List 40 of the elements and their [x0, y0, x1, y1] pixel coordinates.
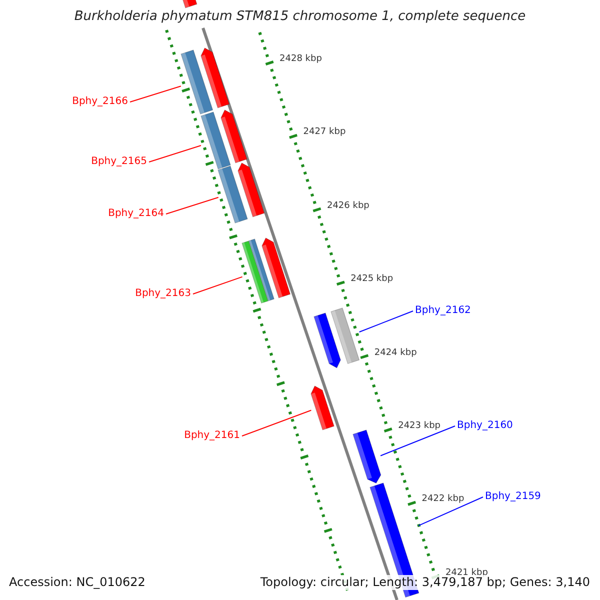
gene-label: Bphy_2164 — [108, 207, 164, 221]
gene-label: Bphy_2165 — [91, 155, 147, 169]
gene-label: Bphy_2159 — [485, 490, 541, 504]
title: Burkholderia phymatum STM815 chromosome 1, complete sequence — [73, 9, 527, 24]
scale-label: 2423 kbp — [398, 420, 440, 432]
gene-bar — [200, 112, 230, 168]
accession-text: Accession: NC_010622 — [9, 575, 146, 590]
gene-bar — [311, 386, 334, 430]
leader-line — [148, 144, 202, 162]
gene-bar — [352, 430, 381, 484]
scale-label: 2426 kbp — [326, 200, 370, 212]
gene-bar — [221, 110, 248, 163]
gene-label: Bphy_2166 — [72, 95, 128, 109]
scale-label: 2428 kbp — [280, 52, 322, 65]
gene-bar — [218, 166, 248, 222]
scale-label: 2421 kbp — [446, 566, 488, 578]
scale-label: 2427 kbp — [303, 126, 346, 138]
scale-label: 2424 kbp — [374, 346, 417, 359]
leader-line — [418, 496, 484, 526]
gene-bar — [238, 162, 264, 217]
summary-text: Topology: circular; Length: 3,479,187 bp; Genes: 3,140 — [260, 575, 590, 590]
gene-bar — [201, 48, 230, 108]
gene-label: Bphy_2163 — [135, 287, 191, 301]
leader-line — [192, 276, 243, 294]
gene-label: Bphy_2161 — [184, 429, 240, 443]
gene-label: Bphy_2162 — [415, 304, 471, 318]
gene-label: Bphy_2160 — [457, 419, 513, 433]
leader-line — [130, 86, 182, 102]
gene-bar — [249, 239, 274, 302]
gene-bar — [262, 238, 291, 298]
gene-bar — [314, 312, 340, 368]
scale-label: 2422 kbp — [422, 493, 464, 506]
leader-line — [380, 426, 456, 456]
gene-bar — [331, 308, 360, 364]
leader-line — [166, 196, 219, 214]
leader-line — [242, 410, 312, 436]
scale-label: 2425 kbp — [350, 273, 394, 286]
leader-line — [358, 310, 414, 333]
gene-bar — [180, 50, 213, 114]
gene-bar — [242, 241, 268, 304]
